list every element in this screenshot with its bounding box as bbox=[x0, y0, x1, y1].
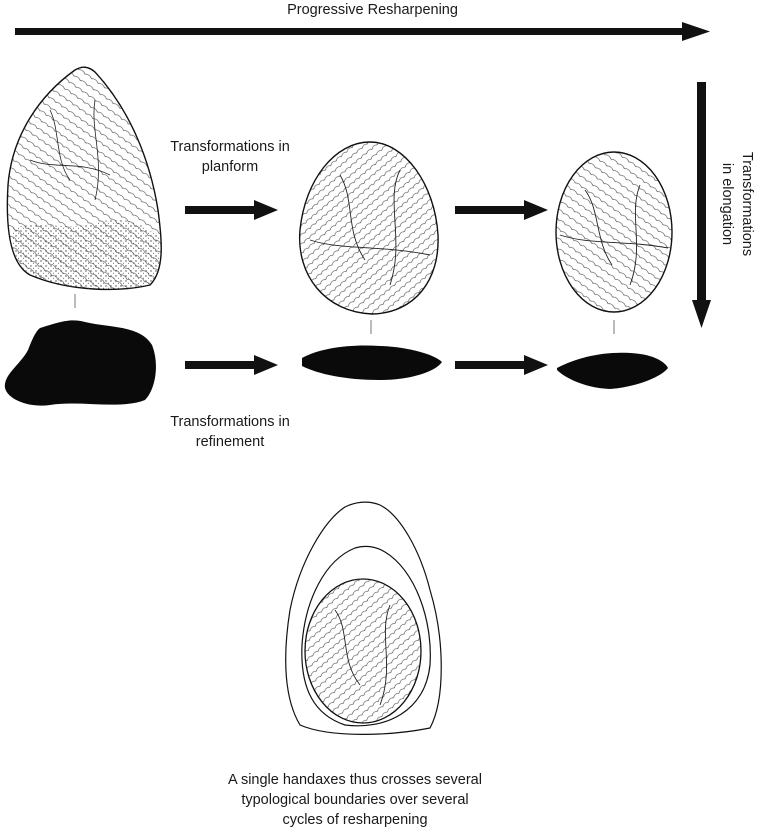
refinement-arrow-2 bbox=[455, 355, 548, 375]
planform-arrow-1 bbox=[185, 200, 278, 220]
figure-caption: A single handaxes thus crosses several t… bbox=[228, 772, 482, 828]
progressive-resharpening-arrow bbox=[15, 22, 710, 41]
handaxe-small-planform bbox=[555, 151, 673, 313]
refinement-arrow-1 bbox=[185, 355, 278, 375]
handaxe-medium-section bbox=[302, 345, 442, 380]
progressive-resharpening-label: Progressive Resharpening bbox=[287, 2, 458, 18]
handaxe-large-section bbox=[4, 320, 156, 406]
handaxe-small-section bbox=[557, 352, 668, 389]
transformations-refinement-label: Transformations in refinement bbox=[170, 414, 290, 450]
transformations-planform-label: Transformations in planform bbox=[170, 139, 290, 175]
resharpening-cycles-outline bbox=[285, 501, 442, 735]
handaxe-large-planform bbox=[6, 66, 162, 291]
elongation-arrow bbox=[692, 82, 711, 328]
transformations-elongation-label: Transformations in elongation bbox=[719, 151, 755, 257]
handaxe-medium-planform bbox=[298, 141, 439, 315]
planform-arrow-2 bbox=[455, 200, 548, 220]
